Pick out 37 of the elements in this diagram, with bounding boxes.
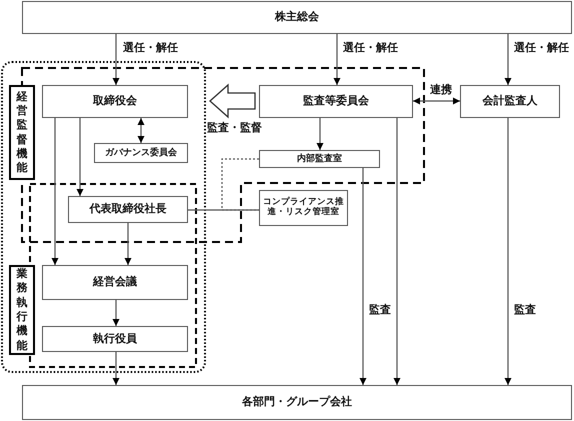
org-box: 経営会議 bbox=[42, 265, 188, 300]
org-box: 会計監査人 bbox=[460, 85, 560, 118]
arrow bbox=[112, 34, 120, 85]
org-box: 監査等委員会 bbox=[259, 85, 413, 118]
edge-label: 選任・解任 bbox=[122, 41, 179, 54]
block-arrow bbox=[209, 84, 256, 118]
edge-label: 監査 bbox=[513, 303, 537, 316]
edge-label: 監査 bbox=[368, 303, 392, 316]
edge-label: 監査・監督 bbox=[206, 121, 263, 134]
arrow bbox=[413, 98, 460, 104]
arrow bbox=[504, 118, 512, 385]
edge-label: 連携 bbox=[429, 83, 453, 96]
arrow bbox=[394, 118, 400, 385]
arrow bbox=[52, 118, 58, 265]
arrow bbox=[76, 118, 84, 196]
function-label-box: 経営監督機能 bbox=[9, 85, 35, 180]
arrow bbox=[316, 118, 324, 150]
dotted-line bbox=[221, 158, 259, 211]
org-box: 株主総会 bbox=[22, 1, 572, 34]
org-box: ガバナンス委員会 bbox=[94, 143, 188, 163]
arrow bbox=[112, 300, 120, 326]
arrow bbox=[124, 223, 132, 265]
connector-line bbox=[188, 209, 259, 211]
arrow bbox=[334, 34, 340, 85]
arrow bbox=[504, 34, 512, 85]
org-box: 代表取締役社長 bbox=[68, 196, 188, 223]
edge-label: 選任・解任 bbox=[513, 41, 570, 54]
org-box: コンプライアンス推進・リスク管理室 bbox=[259, 190, 348, 226]
org-box: 各部門・グループ会社 bbox=[22, 385, 572, 420]
org-box: 取締役会 bbox=[42, 85, 188, 118]
edge-label: 選任・解任 bbox=[342, 41, 399, 54]
arrow bbox=[112, 352, 120, 385]
arrow bbox=[138, 118, 144, 143]
org-box: 執行役員 bbox=[42, 326, 188, 352]
arrow bbox=[360, 168, 366, 385]
org-box: 内部監査室 bbox=[259, 150, 380, 168]
function-label-box: 業務執行機能 bbox=[9, 265, 35, 355]
